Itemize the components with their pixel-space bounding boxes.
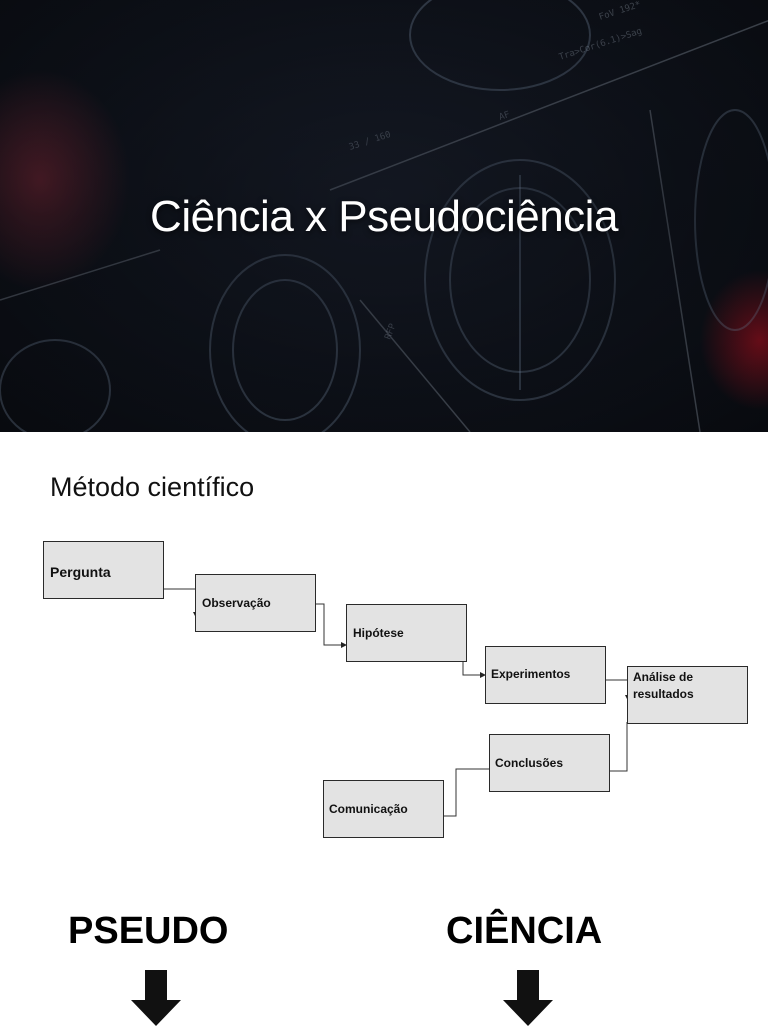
pseudo-label: PSEUDO [68, 910, 229, 952]
step-comunicacao-label: Comunicação [329, 802, 408, 816]
brain-scan-background: Tra>Cor(6.1)>Sag AF 33 / 160 RFP FoV 192… [0, 0, 768, 432]
arrow-down-icon [503, 970, 553, 1026]
step-experimentos: Experimentos [485, 646, 606, 704]
step-experimentos-label: Experimentos [491, 667, 571, 681]
slide-title: Ciência x Pseudociência [150, 192, 618, 241]
background-overlay [0, 0, 768, 432]
step-hipotese: Hipótese [346, 604, 467, 662]
svg-text:AF: AF [498, 110, 511, 123]
arrow-down-icon [131, 970, 181, 1026]
step-conclusoes-label: Conclusões [495, 756, 564, 770]
step-analise-label-line2: resultados [633, 687, 694, 701]
method-heading: Método científico [50, 472, 255, 502]
step-pergunta: Pergunta [43, 541, 164, 599]
step-analise: Análise de resultados [627, 666, 748, 724]
title-slide: Tra>Cor(6.1)>Sag AF 33 / 160 RFP FoV 192… [0, 0, 768, 432]
step-comunicacao: Comunicação [323, 780, 444, 838]
step-observacao: Observação [195, 574, 316, 632]
step-hipotese-label: Hipótese [353, 626, 404, 640]
step-pergunta-label: Pergunta [50, 564, 111, 580]
step-conclusoes: Conclusões [489, 734, 610, 792]
method-slide: Método científico Pergunta Observação Hi… [0, 432, 768, 1026]
step-observacao-label: Observação [202, 596, 271, 610]
ciencia-label: CIÊNCIA [446, 910, 603, 952]
step-analise-label-line1: Análise de [633, 670, 694, 684]
